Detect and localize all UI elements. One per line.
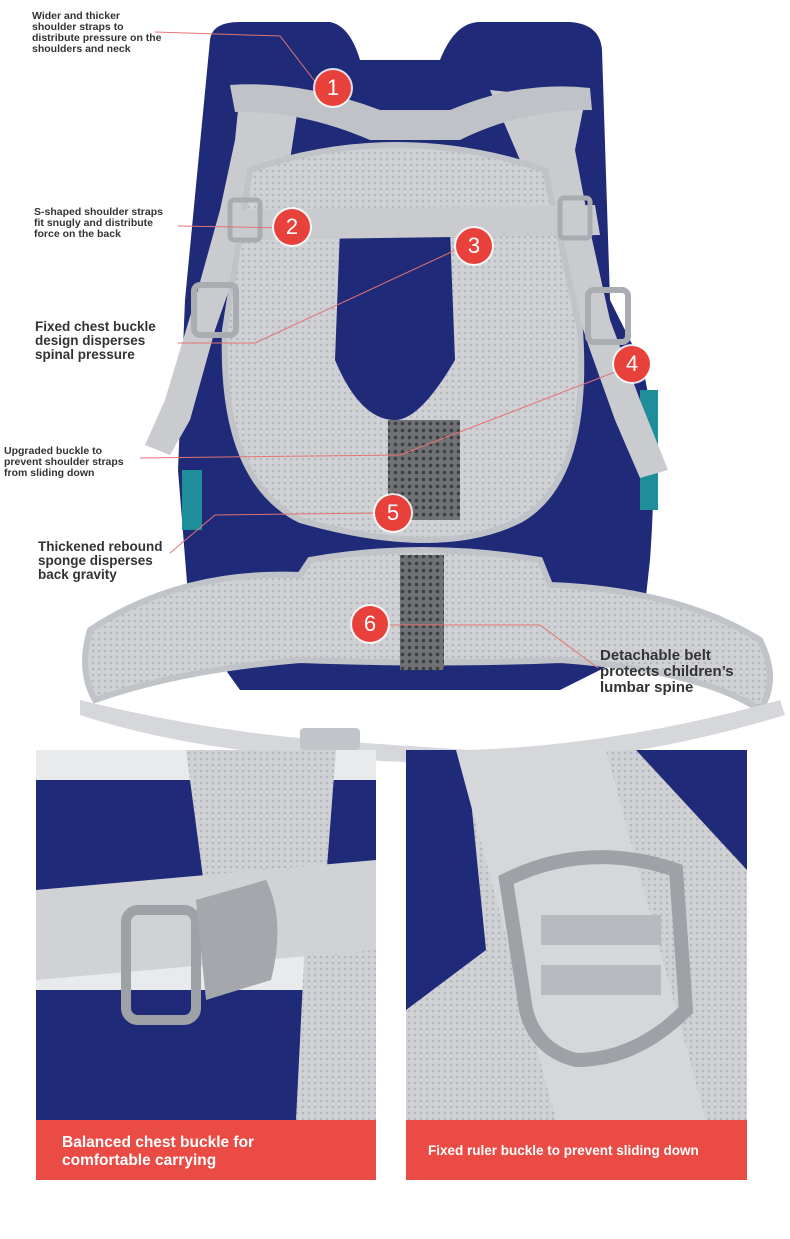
- side-pocket-right: [640, 390, 658, 510]
- callout-badge-5: 5: [375, 495, 411, 531]
- callout-3-text: Fixed chest buckle design disperses spin…: [35, 319, 156, 363]
- buckle-right: [585, 287, 631, 345]
- chest-buckle-caption: Balanced chest buckle for comfortable ca…: [36, 1120, 376, 1180]
- callout-4-text: Upgraded buckle to prevent shoulder stra…: [4, 445, 124, 480]
- ruler-buckle-caption: Fixed ruler buckle to prevent sliding do…: [406, 1120, 747, 1180]
- callout-badge-3: 3: [456, 228, 492, 264]
- callout-2-text: S-shaped shoulder straps fit snugly and …: [34, 206, 163, 241]
- callout-badge-4: 4: [614, 346, 650, 382]
- callout-badge-2: 2: [274, 209, 310, 245]
- ruler-buckle-icon: [498, 850, 694, 1068]
- shoulder-strap-left: [145, 90, 300, 455]
- chest-buckle-icon: [121, 880, 278, 1025]
- top-yoke: [230, 84, 592, 140]
- buckle-left: [191, 282, 239, 338]
- ruler-buckle-detail-photo: [406, 750, 747, 1120]
- shoulder-strap-right: [490, 90, 668, 478]
- leader-lines: [139, 31, 616, 669]
- callout-6-text: Detachable belt protects children’s lumb…: [600, 647, 734, 696]
- callout-5-text: Thickened rebound sponge disperses back …: [38, 539, 163, 583]
- callout-badge-1: 1: [315, 70, 351, 106]
- back-panel: [221, 142, 585, 543]
- backpack-body: [178, 22, 654, 690]
- callout-badge-6: 6: [352, 606, 388, 642]
- side-pocket-left: [182, 470, 202, 530]
- top-handle: [368, 61, 459, 102]
- chest-buckle-detail-photo: [36, 750, 376, 1120]
- callout-1-text: Wider and thicker shoulder straps to dis…: [32, 10, 162, 56]
